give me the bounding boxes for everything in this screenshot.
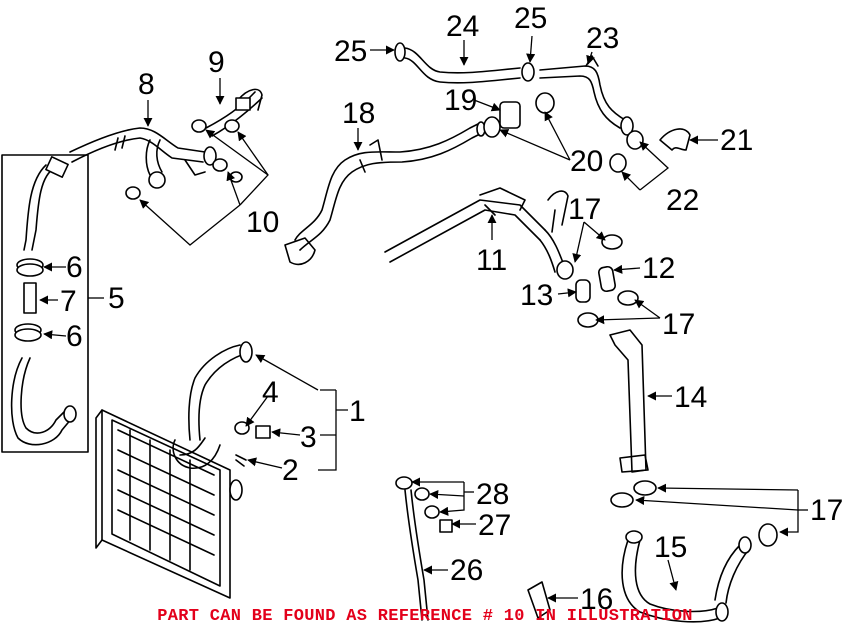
callout-14: 14 [674, 381, 707, 414]
callout-12: 12 [642, 252, 675, 285]
callout-17b: 17 [662, 308, 695, 341]
pipe-18 [284, 121, 486, 266]
callout-17a: 17 [568, 193, 601, 226]
pipe-11 [384, 187, 574, 280]
callout-11: 11 [476, 244, 507, 277]
callout-20: 20 [570, 145, 603, 178]
callout-28: 28 [476, 478, 509, 511]
leader-lines [39, 35, 808, 603]
hose-4 [172, 341, 253, 470]
callout-24: 24 [446, 10, 479, 43]
callout-4: 4 [262, 376, 279, 409]
o-rings-10 [125, 119, 243, 200]
hose-23 [539, 55, 634, 136]
hose-24 [394, 42, 535, 84]
callout-25b: 25 [514, 2, 547, 35]
group-5-box [1, 154, 89, 453]
callout-labels: 1 2 3 4 5 6 6 7 8 9 10 11 12 13 14 15 16… [60, 2, 843, 616]
clamps-17 [577, 234, 778, 547]
hose-8-assembly [69, 127, 217, 189]
callout-5: 5 [108, 282, 125, 315]
callout-25a: 25 [334, 35, 367, 68]
callout-1: 1 [349, 395, 366, 428]
sensor-3 [234, 421, 271, 467]
callout-19: 19 [444, 84, 477, 117]
radiator [95, 409, 243, 599]
callout-9: 9 [208, 46, 225, 79]
callout-6a: 6 [66, 251, 83, 284]
callout-10: 10 [246, 206, 279, 239]
hose-15 [621, 530, 752, 623]
callout-23: 23 [586, 22, 619, 55]
hose-9 [205, 88, 263, 137]
callout-17c: 17 [810, 494, 843, 527]
hose-19-20 [483, 92, 555, 138]
callout-3: 3 [300, 421, 317, 454]
hose-21-22 [609, 128, 691, 173]
callout-8: 8 [138, 68, 155, 101]
bracket-16 [527, 581, 551, 619]
callout-6b: 6 [66, 320, 83, 353]
callout-15: 15 [654, 531, 687, 564]
callout-26: 26 [450, 554, 483, 587]
callout-18: 18 [342, 97, 375, 130]
callout-16: 16 [580, 583, 613, 616]
callout-21: 21 [720, 124, 753, 157]
callout-2: 2 [282, 454, 299, 487]
callout-27: 27 [478, 509, 511, 542]
callout-13: 13 [520, 279, 553, 312]
line-26 [395, 476, 453, 621]
reference-note: PART CAN BE FOUND AS REFERENCE # 10 IN I… [157, 607, 693, 626]
pipe-14 [609, 329, 649, 473]
hose-12-13 [575, 265, 616, 303]
callout-7: 7 [60, 285, 77, 318]
callout-22: 22 [666, 184, 699, 217]
